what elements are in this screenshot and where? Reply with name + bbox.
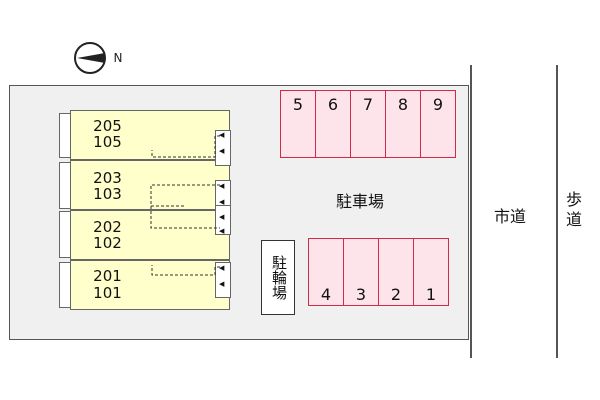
parking-space: 4 bbox=[308, 238, 344, 306]
room-number-upper: 201 bbox=[93, 267, 122, 285]
entrance-arrow-icon: ◀ bbox=[219, 227, 225, 235]
corridor-lines bbox=[150, 135, 220, 276]
building-unit bbox=[70, 110, 230, 160]
entrance-arrow-icon: ◀ bbox=[219, 182, 225, 190]
parking-space: 2 bbox=[378, 238, 414, 306]
parking-lot-label: 駐車場 bbox=[336, 192, 385, 211]
balcony bbox=[59, 211, 70, 258]
parking-space: 5 bbox=[280, 90, 316, 158]
balcony bbox=[59, 162, 70, 209]
building-unit bbox=[70, 210, 230, 260]
room-number-lower: 103 bbox=[93, 185, 122, 203]
city-road-label: 市道 bbox=[494, 207, 527, 226]
entrance-arrow-icon: ◀ bbox=[219, 147, 225, 155]
room-number-lower: 105 bbox=[93, 133, 122, 151]
entrance-arrow-icon: ◀ bbox=[219, 213, 225, 221]
entrance-arrow-icon: ◀ bbox=[219, 198, 225, 206]
room-number-upper: 203 bbox=[93, 169, 122, 187]
parking-space: 9 bbox=[420, 90, 456, 158]
room-number-upper: 205 bbox=[93, 117, 122, 135]
road-edge-line bbox=[470, 65, 472, 358]
sidewalk-label: 歩道 bbox=[566, 190, 583, 229]
parking-space: 6 bbox=[315, 90, 351, 158]
parking-space: 8 bbox=[385, 90, 421, 158]
building-unit bbox=[70, 260, 230, 310]
staircase bbox=[215, 262, 231, 298]
compass-letter: N bbox=[114, 51, 123, 65]
room-number-lower: 101 bbox=[93, 284, 122, 302]
entrance-arrow-icon: ◀ bbox=[219, 264, 225, 272]
parking-space: 1 bbox=[413, 238, 449, 306]
parking-space: 7 bbox=[350, 90, 386, 158]
bicycle-parking-label: 駐輪場 bbox=[261, 240, 295, 315]
room-number-upper: 202 bbox=[93, 218, 122, 236]
balcony bbox=[59, 262, 70, 308]
entrance-arrow-icon: ◀ bbox=[219, 131, 225, 139]
compass-icon: N bbox=[74, 42, 123, 74]
room-number-lower: 102 bbox=[93, 234, 122, 252]
entrance-arrow-icon: ◀ bbox=[219, 280, 225, 288]
balcony bbox=[59, 113, 70, 158]
sidewalk-edge-line bbox=[556, 65, 558, 358]
parking-space: 3 bbox=[343, 238, 379, 306]
